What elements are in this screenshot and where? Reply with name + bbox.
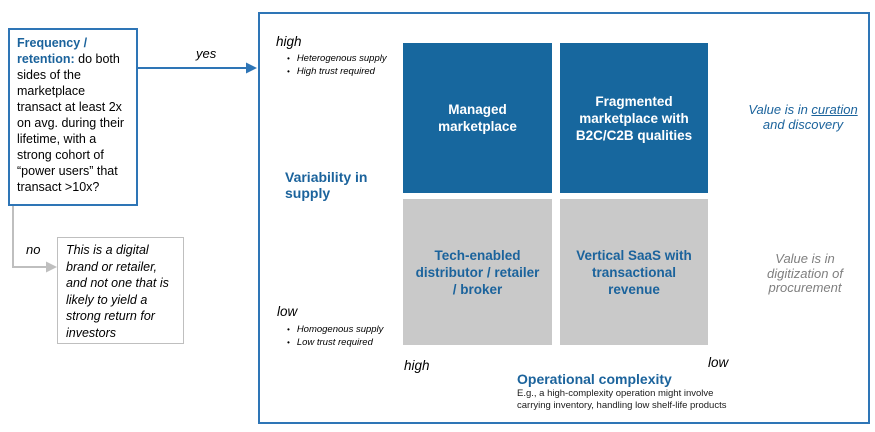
no-outcome-box: This is a digital brand or retailer, and… (57, 237, 184, 344)
annotation-digitization: Value is in digitization of procurement (767, 251, 843, 295)
y-axis-high-label: high (276, 34, 302, 49)
quadrant-managed-marketplace: Managed marketplace (403, 43, 552, 193)
no-arrow (12, 206, 57, 273)
x-axis-note: E.g., a high-complexity operation might … (517, 388, 726, 412)
y-axis-title: Variability in supply (285, 169, 368, 201)
frequency-question-body: do both sides of the marketplace transac… (17, 52, 125, 194)
bullet-text: Heterogenous supply (296, 53, 387, 64)
bullet-item: • Heterogenous supply (287, 53, 387, 65)
x-axis-high-label: high (404, 358, 430, 373)
bullet-dot: • (287, 325, 290, 334)
bullet-item: • High trust required (287, 66, 387, 78)
annotation-curation: Value is in curation and discovery (736, 102, 870, 132)
frequency-question-lead: Frequency / retention: (17, 36, 88, 66)
quadrant-fragmented-marketplace: Fragmented marketplace with B2C/C2B qual… (560, 43, 708, 193)
bullet-text: High trust required (296, 66, 375, 77)
yes-arrow (138, 62, 257, 74)
y-axis-low-label: low (277, 304, 298, 319)
annotation-curation-pre: Value is in (748, 102, 812, 117)
bullet-item: • Homogenous supply (287, 324, 383, 336)
quadrant-tech-enabled-distributor: Tech-enabled distributor / retailer / br… (403, 199, 552, 345)
x-axis-low-label: low (708, 355, 729, 370)
bullet-text: Low trust required (296, 337, 373, 348)
bullet-dot: • (287, 54, 290, 63)
quadrant-vertical-saas: Vertical SaaS with transactional revenue (560, 199, 708, 345)
x-axis-note-line1: E.g., a high-complexity operation might … (517, 388, 714, 399)
no-branch-label: no (26, 242, 41, 257)
bullet-dot: • (287, 338, 290, 347)
x-axis-title: Operational complexity (517, 371, 672, 387)
annotation-curation-underlined: curation (811, 102, 858, 117)
bullet-item: • Low trust required (287, 337, 383, 349)
y-axis-low-bullets: • Homogenous supply • Low trust required (287, 324, 383, 350)
frequency-question-box: Frequency / retention: do both sides of … (8, 28, 138, 206)
y-axis-high-bullets: • Heterogenous supply • High trust require… (287, 53, 387, 79)
bullet-text: Homogenous supply (296, 324, 384, 335)
bullet-dot: • (287, 67, 290, 76)
annotation-curation-line2: and discovery (762, 116, 844, 132)
x-axis-note-line2: carrying inventory, handling low shelf-l… (517, 400, 727, 411)
yes-branch-label: yes (196, 46, 217, 61)
